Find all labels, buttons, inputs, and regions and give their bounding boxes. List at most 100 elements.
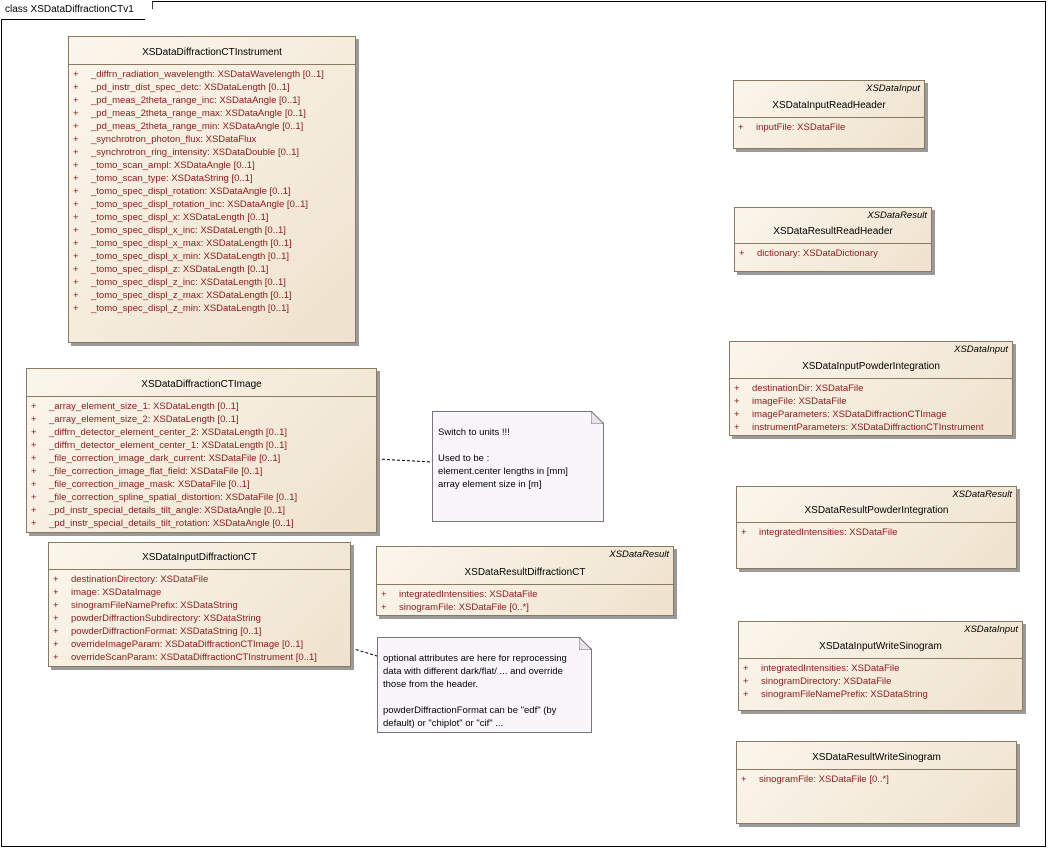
attribute-text: _pd_meas_2theta_range_max: XSDataAngle [… (91, 108, 306, 119)
visibility-marker: + (743, 663, 749, 674)
attribute-row[interactable]: +_diffrn_detector_element_center_1: XSDa… (31, 439, 376, 452)
attribute-row[interactable]: +_pd_meas_2theta_range_inc: XSDataAngle … (73, 94, 355, 107)
attribute-row[interactable]: +image: XSDataImage (53, 586, 350, 599)
attribute-text: _tomo_spec_displ_z_max: XSDataLength [0.… (91, 290, 292, 301)
visibility-marker: + (738, 122, 744, 133)
class-attributes: + _diffrn_radiation_wavelength: XSDataWav… (69, 65, 355, 315)
class-attributes: +sinogramFile: XSDataFile [0..*] (737, 770, 1016, 786)
attribute-row[interactable]: +imageParameters: XSDataDiffractionCTIma… (734, 408, 1012, 421)
note-optional-attributes: optional attributes are here for reproce… (377, 637, 592, 733)
class-name: XSDataInputWriteSinogram (819, 641, 942, 652)
class-stereotype: XSDataInput (964, 624, 1018, 635)
attribute-row[interactable]: +overrideScanParam: XSDataDiffractionCTI… (53, 651, 350, 664)
visibility-marker: + (73, 264, 79, 275)
attribute-row[interactable]: +_tomo_spec_displ_z_inc: XSDataLength [0… (73, 276, 355, 289)
attribute-text: _tomo_spec_displ_x_max: XSDataLength [0.… (91, 238, 292, 249)
attribute-row[interactable]: +destinationDir: XSDataFile (734, 382, 1012, 395)
visibility-marker: + (73, 186, 79, 197)
attribute-text: _pd_instr_special_details_tilt_rotation:… (49, 518, 294, 529)
attribute-text: _tomo_scan_ampl: XSDataAngle [0..1] (91, 160, 255, 171)
attribute-row[interactable]: + _tomo_spec_displ_z: XSDataLength [0..1] (73, 263, 355, 276)
attribute-row[interactable]: +_diffrn_radiation_wavelength: XSDataWav… (73, 68, 355, 81)
attribute-row[interactable]: + _pd_meas_2theta_range_max: XSDataAngle … (73, 107, 355, 120)
attribute-row[interactable]: +_file_correction_spline_spatial_distort… (31, 491, 376, 504)
attribute-row[interactable]: + destinationDirectory: XSDataFile (53, 573, 350, 586)
attribute-row[interactable]: +sinogramFileNamePrefix: XSDataString (53, 599, 350, 612)
attribute-row[interactable]: +_file_correction_image_dark_current: XS… (31, 452, 376, 465)
visibility-marker: + (31, 440, 37, 451)
attribute-text: destinationDirectory: XSDataFile (71, 574, 209, 585)
attribute-row[interactable]: +integratedIntensities: XSDataFile (381, 588, 673, 601)
attribute-row[interactable]: +_pd_instr_dist_spec_detc: XSDataLength … (73, 81, 355, 94)
class-attributes: +integratedIntensities: XSDataFile (737, 523, 1016, 539)
attribute-row[interactable]: +_tomo_spec_displ_rotation_inc: XSDataAn… (73, 198, 355, 211)
attribute-row[interactable]: +sinogramDirectory: XSDataFile (743, 675, 1022, 688)
attribute-text: inputFile: XSDataFile (756, 122, 846, 133)
note-connector-units (376, 458, 433, 463)
note-line: array element size in [m] (438, 479, 542, 490)
attribute-row[interactable]: + inputFile: XSDataFile (738, 121, 924, 134)
attribute-row[interactable]: +_tomo_spec_displ_x: XSDataLength [0..1] (73, 211, 355, 224)
attribute-row[interactable]: +_tomo_spec_displ_x_min: XSDataLength [0… (73, 250, 355, 263)
attribute-row[interactable]: +instrumentParameters: XSDataDiffraction… (734, 421, 1012, 434)
note-line: default) or "chiplot" or "cif" ... (383, 718, 504, 729)
attribute-row[interactable]: +sinogramFileNamePrefix: XSDataString (743, 688, 1022, 701)
attribute-row[interactable]: +powderDiffractionSubdirectory: XSDataSt… (53, 612, 350, 625)
attribute-text: _file_correction_image_mask: XSDataFile … (49, 479, 250, 490)
note-line (383, 691, 586, 704)
visibility-marker: + (31, 453, 37, 464)
attribute-row[interactable]: +powderDiffractionFormat: XSDataString [… (53, 625, 350, 638)
attribute-row[interactable]: +_synchrotron_ring_intensity: XSDataDoub… (73, 146, 355, 159)
attribute-row[interactable]: +integratedIntensities: XSDataFile (741, 526, 1016, 539)
attribute-row[interactable]: +_synchrotron_photon_flux: XSDataFlux (73, 133, 355, 146)
class-xsdatadiffractionctimage[interactable]: XSDataDiffractionCTImage+_array_element_… (26, 368, 377, 533)
attribute-row[interactable]: +_tomo_spec_displ_rotation: XSDataAngle … (73, 185, 355, 198)
class-xsdataresultwritesinogram[interactable]: XSDataResultWriteSinogram+sinogramFile: … (736, 741, 1017, 824)
attribute-row[interactable]: +_file_correction_image_mask: XSDataFile… (31, 478, 376, 491)
visibility-marker: + (53, 587, 59, 598)
class-name: XSDataInputPowderIntegration (802, 361, 940, 372)
attribute-row[interactable]: +_pd_instr_special_details_tilt_rotation… (31, 517, 376, 530)
attribute-text: integratedIntensities: XSDataFile (399, 589, 538, 600)
attribute-row[interactable]: +sinogramFile: XSDataFile [0..*] (741, 773, 1016, 786)
attribute-row[interactable]: +_file_correction_image_flat_field: XSDa… (31, 465, 376, 478)
class-stereotype: XSDataInput (866, 83, 920, 94)
attribute-text: _diffrn_radiation_wavelength: XSDataWave… (91, 69, 324, 80)
attribute-row[interactable]: +_tomo_spec_displ_z_min: XSDataLength [0… (73, 302, 355, 315)
class-xsdatainputdiffractionct[interactable]: XSDataInputDiffractionCT+destinationDire… (48, 542, 351, 667)
visibility-marker: + (53, 574, 59, 585)
visibility-marker: + (734, 409, 740, 420)
attribute-row[interactable]: +dictionary: XSDataDictionary (739, 247, 931, 260)
attribute-row[interactable]: +_tomo_spec_displ_x_max: XSDataLength [0… (73, 237, 355, 250)
attribute-row[interactable]: +_pd_meas_2theta_range_min: XSDataAngle … (73, 120, 355, 133)
attribute-row[interactable]: +_array_element_size_2: XSDataLength [0.… (31, 413, 376, 426)
attribute-text: _synchrotron_ring_intensity: XSDataDoubl… (91, 147, 300, 158)
attribute-row[interactable]: +_array_element_size_1: XSDataLength [0.… (31, 400, 376, 413)
attribute-row[interactable]: +imageFile: XSDataFile (734, 395, 1012, 408)
visibility-marker: + (73, 199, 79, 210)
attribute-text: _tomo_spec_displ_x: XSDataLength [0..1] (91, 212, 269, 223)
class-attributes: + destinationDirectory: XSDataFile+image:… (49, 570, 350, 664)
attribute-row[interactable]: +sinogramFile: XSDataFile [0..*] (381, 601, 673, 614)
attribute-text: imageFile: XSDataFile (752, 396, 847, 407)
class-stereotype: XSDataResult (609, 549, 669, 560)
attribute-row[interactable]: +_tomo_scan_type: XSDataString [0..1] (73, 172, 355, 185)
class-xsdatadiffractionctinstrument[interactable]: XSDataDiffractionCTInstrument+_diffrn_ra… (68, 36, 356, 343)
visibility-marker: + (73, 108, 79, 119)
note-line: Switch to units !!! (438, 427, 510, 438)
attribute-row[interactable]: +integratedIntensities: XSDataFile (743, 662, 1022, 675)
attribute-row[interactable]: +_tomo_scan_ampl: XSDataAngle [0..1] (73, 159, 355, 172)
attribute-row[interactable]: +_pd_instr_special_details_tilt_angle: X… (31, 504, 376, 517)
attribute-row[interactable]: +_tomo_spec_displ_x_inc: XSDataLength [0… (73, 224, 355, 237)
attribute-row[interactable]: +_tomo_spec_displ_z_max: XSDataLength [0… (73, 289, 355, 302)
attribute-text: _tomo_spec_displ_z: XSDataLength [0..1] (91, 264, 269, 275)
attribute-row[interactable]: +overrideImageParam: XSDataDiffractionCT… (53, 638, 350, 651)
attribute-row[interactable]: +_diffrn_detector_element_center_2: XSDa… (31, 426, 376, 439)
